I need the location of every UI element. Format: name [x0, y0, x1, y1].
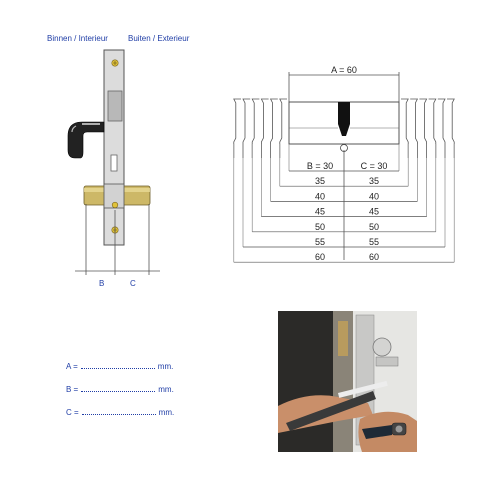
cylinder-step-outline: [279, 98, 287, 158]
cylinder-step-outline: [401, 98, 409, 158]
form-field-b[interactable]: [81, 385, 156, 392]
cylinder-body: [288, 101, 400, 152]
c-axis-label: C: [130, 279, 136, 288]
form-label-c: C =: [66, 408, 79, 417]
form-field-c[interactable]: [81, 408, 156, 415]
dimension-label-right: 50: [369, 222, 379, 232]
measuring-photo: [278, 311, 417, 452]
form-field-a[interactable]: [80, 362, 155, 369]
dimension-label-left: 45: [315, 207, 325, 217]
cylinder-step-outline: [419, 98, 428, 158]
form-label-a: A =: [66, 362, 78, 371]
dimension-label-left: 60: [315, 252, 325, 262]
dimension-label-right: 45: [369, 207, 379, 217]
cylinder-step-outline: [428, 98, 437, 158]
dimension-rows: B = 30 C = 30 35 35 40 40 45 45 50 50 55 55 60 60: [233, 144, 455, 263]
form-row-c: C = mm.: [66, 408, 174, 417]
dimension-label-left: 50: [315, 222, 325, 232]
cylinder-step-outline: [233, 98, 241, 158]
form-row-b: B = mm.: [66, 385, 174, 394]
lever-handle: [67, 121, 105, 159]
lock-plate: [103, 49, 125, 246]
dimension-label-right: C = 30: [361, 161, 388, 171]
dimension-label-left: 40: [315, 191, 325, 201]
lock-cylinder-side: [83, 183, 151, 209]
cylinder-step-outline: [269, 98, 278, 158]
dimension-label-left: 35: [315, 176, 325, 186]
dimension-label-left: 55: [315, 237, 325, 247]
cylinder-step-outline: [260, 98, 269, 158]
dimension-label-right: 60: [369, 252, 379, 262]
form-label-b: B =: [66, 385, 79, 394]
dimension-label-left: B = 30: [307, 161, 333, 171]
cylinder-step-outline: [437, 98, 446, 158]
cylinder-step-outline: [242, 98, 251, 158]
cylinder-step-outline: [447, 98, 455, 158]
form-unit-a: mm.: [157, 362, 174, 371]
cylinder-step-outline: [410, 98, 419, 158]
outside-label: Buiten / Exterieur: [128, 34, 190, 43]
dimension-label-right: 35: [369, 176, 379, 186]
inside-label: Binnen / Interieur: [47, 34, 108, 43]
bc-dimension-lines: [75, 204, 160, 275]
b-axis-label: B: [99, 279, 104, 288]
form-unit-b: mm.: [158, 385, 174, 394]
dimension-label-right: 55: [369, 237, 379, 247]
form-unit-c: mm.: [158, 408, 175, 417]
cylinder-step-outline: [251, 98, 260, 158]
form-row-a: A = mm.: [66, 362, 173, 371]
a-dimension-label: A = 60: [331, 65, 357, 75]
dimension-label-right: 40: [369, 191, 379, 201]
